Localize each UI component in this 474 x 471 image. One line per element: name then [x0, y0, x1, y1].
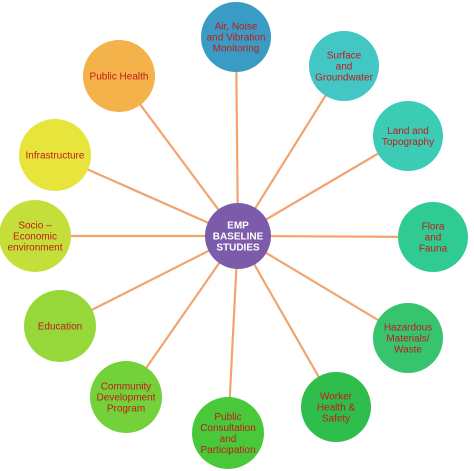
node-education: Education [24, 290, 96, 362]
node-public-health: Public Health [83, 40, 155, 112]
node-label: Education [38, 322, 82, 333]
node-label: Surface [327, 51, 362, 62]
node-circle [309, 31, 379, 101]
node-circle [19, 119, 91, 191]
node-label: and [425, 233, 442, 244]
node-circle [90, 361, 162, 433]
node-label: Socio – [18, 221, 52, 232]
node-circle [398, 202, 468, 272]
node-label: Materials/ [386, 334, 430, 345]
node-label: Program [107, 404, 145, 415]
node-circle [301, 372, 371, 442]
node-label: Consultation [200, 423, 256, 434]
node-circle [83, 40, 155, 112]
node-label: Groundwater [315, 73, 373, 84]
node-circle [373, 101, 443, 171]
node-circle [201, 2, 271, 72]
node-label: and [336, 62, 353, 73]
node-label: Public [214, 412, 241, 423]
node-label: Community [101, 382, 152, 393]
node-label: Development [97, 393, 156, 404]
node-label: Waste [394, 345, 422, 356]
node-circle [0, 200, 71, 272]
node-label: Infrastructure [26, 151, 85, 162]
node-infrastructure: Infrastructure [19, 119, 91, 191]
node-label: Air, Noise [215, 22, 258, 33]
node-label: Participation [200, 445, 255, 456]
center-label: STUDIES [216, 243, 260, 254]
node-label: and [220, 434, 237, 445]
node-label: environment [7, 243, 62, 254]
node-label: Fauna [419, 244, 448, 255]
node-label: Safety [322, 414, 350, 425]
center-label: BASELINE [213, 232, 264, 243]
node-label: Topography [382, 137, 434, 148]
node-label: Hazardous [384, 323, 432, 334]
node-circle [373, 303, 443, 373]
node-label: and Vibration [207, 33, 266, 44]
center-label: EMP [227, 221, 249, 232]
node-label: Health & [317, 403, 356, 414]
node-label: Land and [387, 126, 429, 137]
node-label: Worker [320, 392, 353, 403]
center-circle [205, 203, 271, 269]
node-label: Monitoring [213, 44, 260, 55]
node-label: Public Health [90, 72, 149, 83]
node-circle [192, 397, 264, 469]
node-label: Flora [422, 222, 445, 233]
node-circle [24, 290, 96, 362]
node-label: Economic [13, 232, 57, 243]
